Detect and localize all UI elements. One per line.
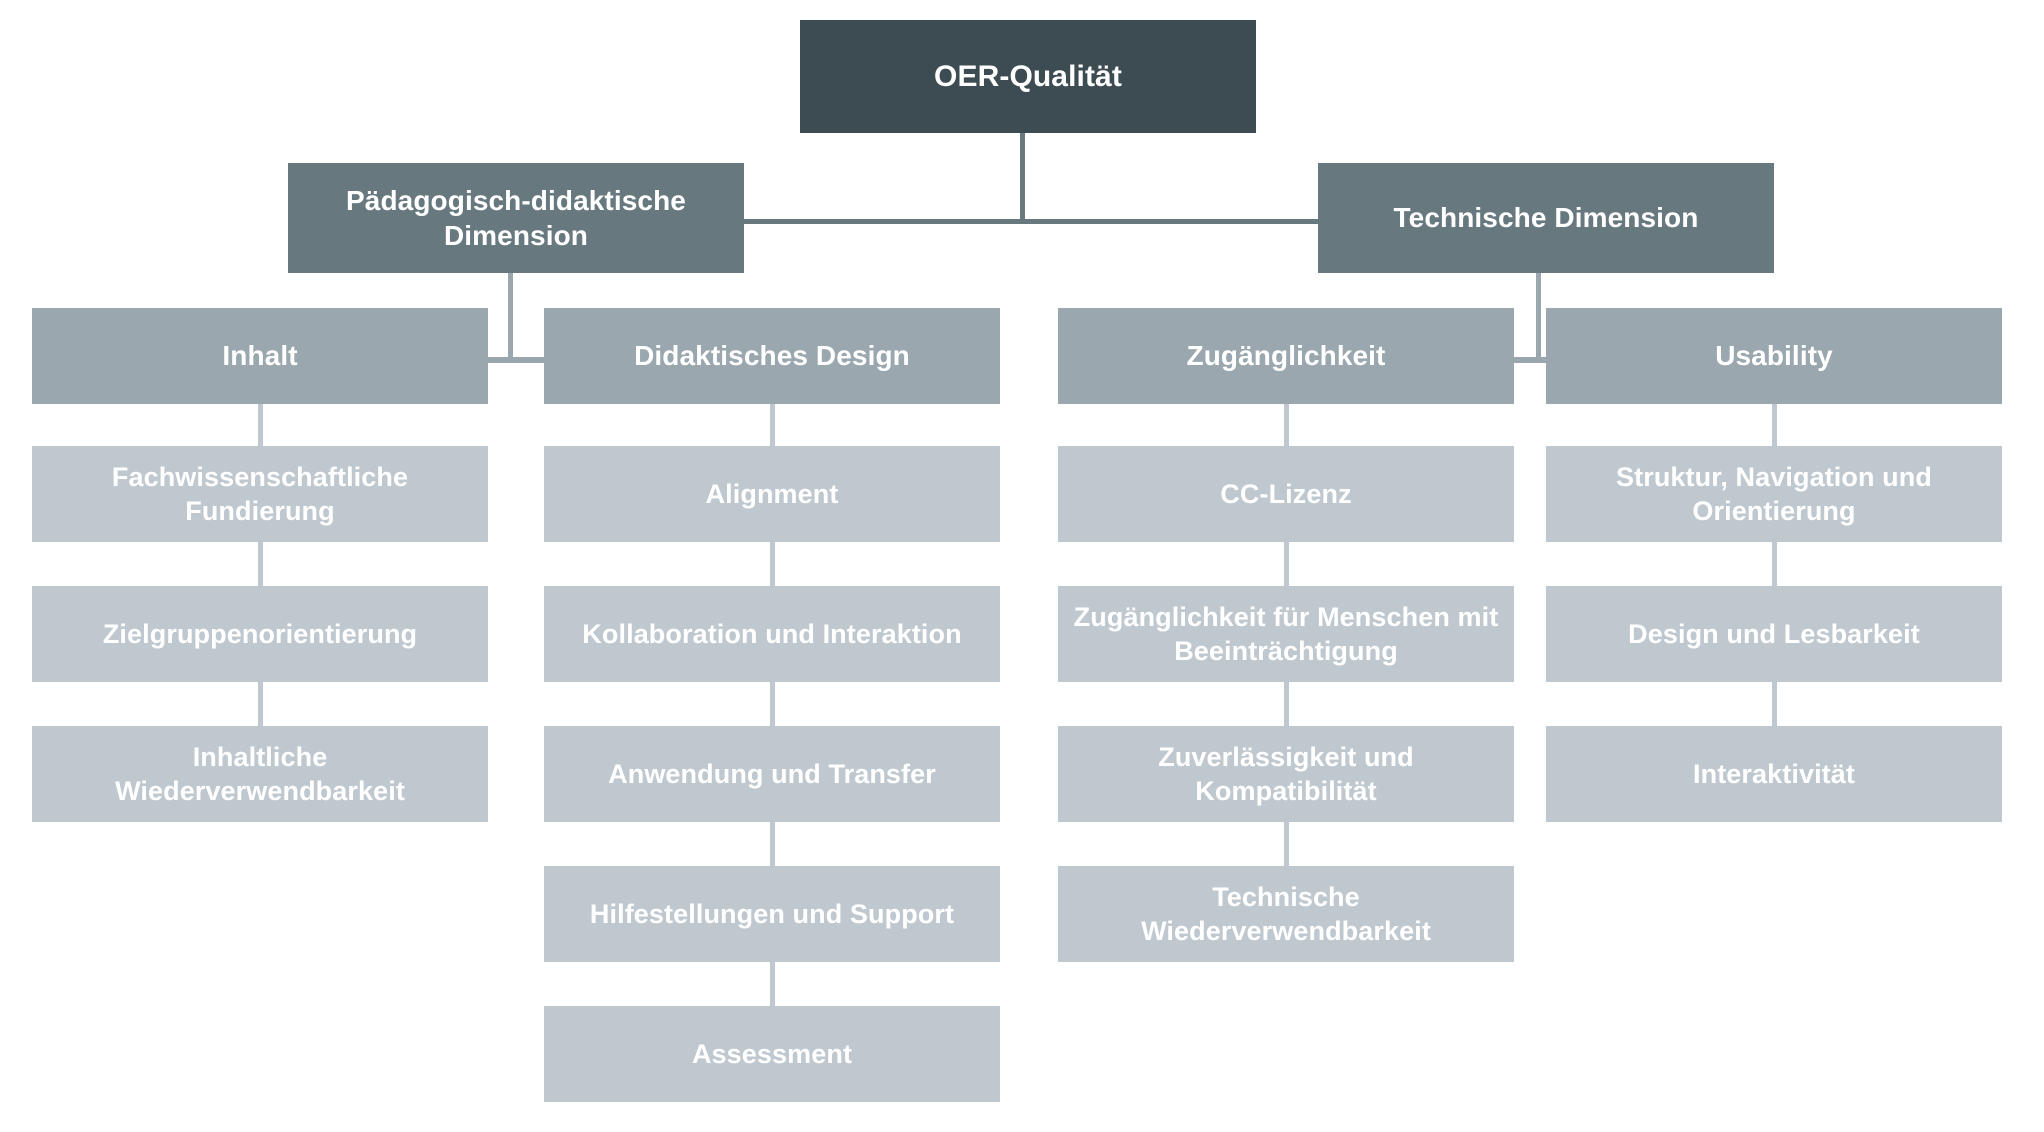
connector-technical-bar [1330,357,1750,363]
node-zugaenglichkeit-fuer-menschen-mit-beeintraechtigung: Zugänglichkeit für Menschen mit Beeinträ… [1058,586,1514,682]
connector-column4-2 [1772,542,1777,586]
connector-column4-1 [1772,404,1777,448]
node-struktur-navigation-und-orientierung: Struktur, Navigation und Orientierung [1546,446,2002,542]
connector-column2-2 [770,542,775,586]
connector-column1-2 [258,542,263,586]
node-technische-wiederverwendbarkeit: Technische Wiederverwendbarkeit [1058,866,1514,962]
connector-trunk-horizontal [744,219,1318,224]
node-interaktivitaet: Interaktivität [1546,726,2002,822]
connector-pedagogical-bar [310,357,722,363]
node-alignment: Alignment [544,446,1000,542]
connector-column2-3 [770,682,775,726]
node-paedagogisch-didaktische-dimension: Pädagogisch-didaktische Dimension [288,163,744,273]
node-assessment: Assessment [544,1006,1000,1102]
connector-column3-4 [1284,822,1289,866]
node-zielgruppenorientierung: Zielgruppenorientierung [32,586,488,682]
connector-column3-1 [1284,404,1289,448]
connector-column3-2 [1284,542,1289,586]
node-didaktisches-design: Didaktisches Design [544,308,1000,404]
node-anwendung-und-transfer: Anwendung und Transfer [544,726,1000,822]
connector-column1-1 [258,404,263,448]
node-zugaenglichkeit: Zugänglichkeit [1058,308,1514,404]
connector-column1-3 [258,682,263,726]
connector-column3-3 [1284,682,1289,726]
connector-column2-5 [770,962,775,1006]
connector-column4-3 [1772,682,1777,726]
node-inhalt: Inhalt [32,308,488,404]
connector-pedagogical-drop [508,273,513,361]
node-technische-dimension: Technische Dimension [1318,163,1774,273]
node-inhaltliche-wiederverwendbarkeit: Inhaltliche Wiederverwendbarkeit [32,726,488,822]
connector-root-to-trunk [1020,133,1025,223]
node-fachwissenschaftliche-fundierung: Fachwissenschaftliche Fundierung [32,446,488,542]
connector-column2-4 [770,822,775,866]
node-oer-qualitaet: OER-Qualität [800,20,1256,133]
connector-technical-drop [1536,273,1541,361]
node-hilfestellungen-und-support: Hilfestellungen und Support [544,866,1000,962]
node-zuverlaessigkeit-und-kompatibilitaet: Zuverlässigkeit und Kompatibilität [1058,726,1514,822]
node-usability: Usability [1546,308,2002,404]
node-design-und-lesbarkeit: Design und Lesbarkeit [1546,586,2002,682]
node-kollaboration-und-interaktion: Kollaboration und Interaktion [544,586,1000,682]
connector-column2-1 [770,404,775,448]
node-cc-lizenz: CC-Lizenz [1058,446,1514,542]
